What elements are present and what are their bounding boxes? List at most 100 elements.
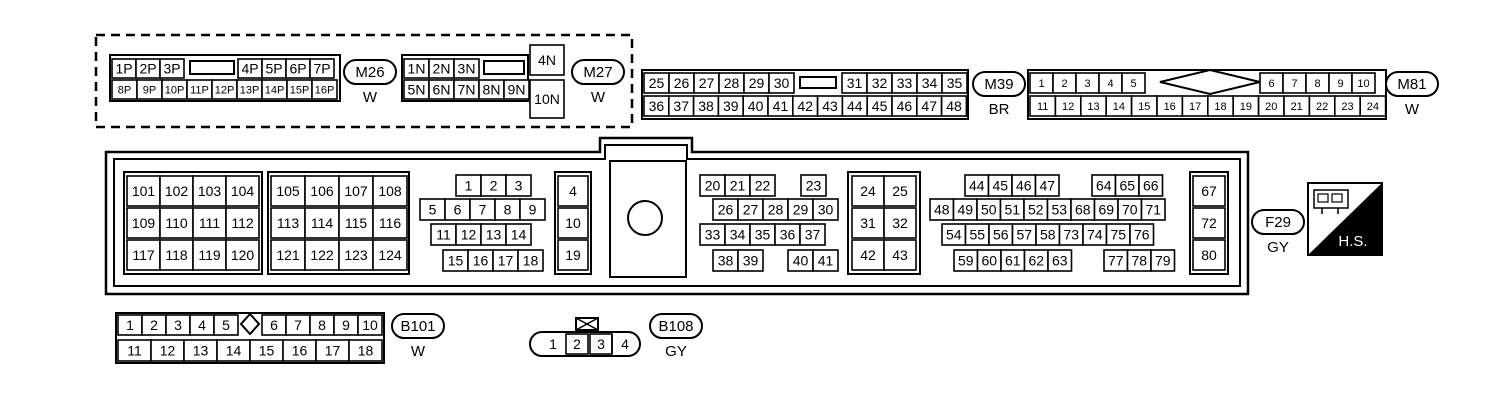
f29-pin-67: 67 — [1192, 175, 1226, 207]
pin-label: 21 — [730, 178, 746, 194]
pin-label: 14 — [226, 343, 242, 359]
connector-id: B101 — [400, 318, 435, 335]
b108-pin-2: 2 — [565, 333, 589, 355]
f29-center-lock — [609, 160, 687, 278]
m26-pin-12P: 12P — [211, 79, 238, 100]
f29-pin-17: 17 — [492, 249, 519, 272]
pin-label: 115 — [345, 215, 368, 231]
wire-color-code: GY — [665, 343, 687, 360]
f29-pin-71: 71 — [1140, 198, 1166, 221]
pin-label: 11 — [1037, 101, 1048, 113]
pin-label: 59 — [958, 253, 974, 269]
f29-pin-11: 11 — [430, 223, 457, 246]
m26-pin-1P: 1P — [111, 58, 137, 79]
pin-label: 37 — [805, 227, 821, 243]
pin-label: 17 — [325, 343, 341, 359]
f29-pin-3: 3 — [505, 174, 532, 197]
m27-pin-7N: 7N — [453, 79, 480, 100]
pin-label: 14P — [265, 85, 285, 97]
pin-label: 11P — [190, 85, 209, 97]
pin-label: 52 — [1028, 202, 1044, 218]
pin-label: 78 — [1131, 253, 1147, 269]
f29-pin-103: 103 — [192, 175, 227, 207]
f29-pin-41: 41 — [812, 249, 839, 272]
m39-pin-45: 45 — [866, 95, 893, 117]
m27-pin-9N: 9N — [503, 79, 530, 100]
pin-label: 53 — [1051, 202, 1067, 218]
f29-pin-31: 31 — [851, 207, 885, 239]
f29-pin-8: 8 — [494, 198, 521, 221]
pin-label: 70 — [1122, 202, 1138, 218]
pin-label: 4P — [241, 61, 258, 77]
f29-pin-52: 52 — [1023, 198, 1049, 221]
pin-label: 72 — [1201, 215, 1217, 231]
pin-label: 120 — [231, 247, 255, 263]
pin-label: 22 — [755, 178, 771, 194]
pin-label: 16 — [473, 253, 489, 269]
f29-pin-40: 40 — [787, 249, 814, 272]
b101-pin-7: 7 — [285, 314, 311, 336]
m27-pin-10N: 10N — [529, 79, 565, 119]
pin-label: 15 — [448, 253, 464, 269]
connector-id: F29 — [1265, 214, 1291, 231]
pin-label: 19 — [1240, 101, 1252, 113]
f29-pin-1: 1 — [455, 174, 482, 197]
f29-pin-68: 68 — [1070, 198, 1096, 221]
b101-connector-body — [115, 312, 385, 364]
pin-label: 36 — [649, 98, 665, 114]
f29-pin-2: 2 — [480, 174, 507, 197]
f29-pin-62: 62 — [1023, 249, 1049, 272]
pin-label: 49 — [957, 202, 973, 218]
pin-label: 10 — [565, 215, 581, 231]
f29-pin-14: 14 — [505, 223, 532, 246]
m27-pin-2N: 2N — [428, 58, 455, 79]
m81-pin-3: 3 — [1075, 72, 1100, 94]
m39-pin-44: 44 — [841, 95, 869, 117]
pin-label: 15P — [290, 85, 310, 97]
f29-pin-124: 124 — [372, 239, 408, 271]
m26-pin-9P: 9P — [136, 79, 163, 100]
f29-pin-51: 51 — [999, 198, 1025, 221]
f29-pin-45: 45 — [987, 174, 1013, 197]
pin-label: 10 — [1357, 78, 1369, 90]
pin-label: 5 — [1130, 78, 1136, 90]
m81-pin-8: 8 — [1305, 72, 1330, 94]
pin-label: 16P — [315, 85, 335, 97]
m26-connector-body — [109, 54, 341, 102]
pin-label: 14 — [1113, 101, 1125, 113]
pin-label: 48 — [946, 98, 962, 114]
m81-pin-22: 22 — [1308, 95, 1336, 117]
f29-pin-21: 21 — [724, 174, 751, 197]
pin-label: 101 — [132, 183, 156, 199]
f29-pin-26: 26 — [712, 198, 739, 221]
pin-label: 65 — [1119, 178, 1135, 194]
pin-label: 4 — [198, 317, 206, 333]
f29-pin-18: 18 — [517, 249, 544, 272]
pin-label: 68 — [1075, 202, 1091, 218]
f29-pin-54: 54 — [941, 223, 967, 246]
m81-key-diamond — [1159, 68, 1261, 96]
f29-pin-101: 101 — [126, 175, 161, 207]
f29-pin-43: 43 — [883, 239, 917, 271]
wire-color-code: W — [591, 89, 606, 106]
pin-label: 2N — [433, 61, 451, 77]
pin-label: 1P — [115, 61, 132, 77]
pin-label: 77 — [1108, 253, 1124, 269]
pin-label: 15 — [1138, 101, 1150, 113]
m81-pin-12: 12 — [1054, 95, 1082, 117]
wire-color-code: W — [363, 89, 378, 106]
pin-label: 71 — [1145, 202, 1161, 218]
wire-color-code: W — [411, 343, 426, 360]
pin-label: 9 — [529, 202, 537, 218]
pin-label: 110 — [165, 215, 188, 231]
pin-label: 56 — [993, 227, 1009, 243]
m39-pin-30: 30 — [768, 72, 795, 94]
m81-pin-21: 21 — [1283, 95, 1311, 117]
pin-label: 32 — [872, 75, 888, 91]
m39-pin-29: 29 — [743, 72, 770, 94]
f29-pin-47: 47 — [1034, 174, 1060, 197]
f29-pin-7: 7 — [469, 198, 496, 221]
pin-label: 12 — [1062, 101, 1074, 113]
f29-pin-115: 115 — [338, 207, 374, 239]
